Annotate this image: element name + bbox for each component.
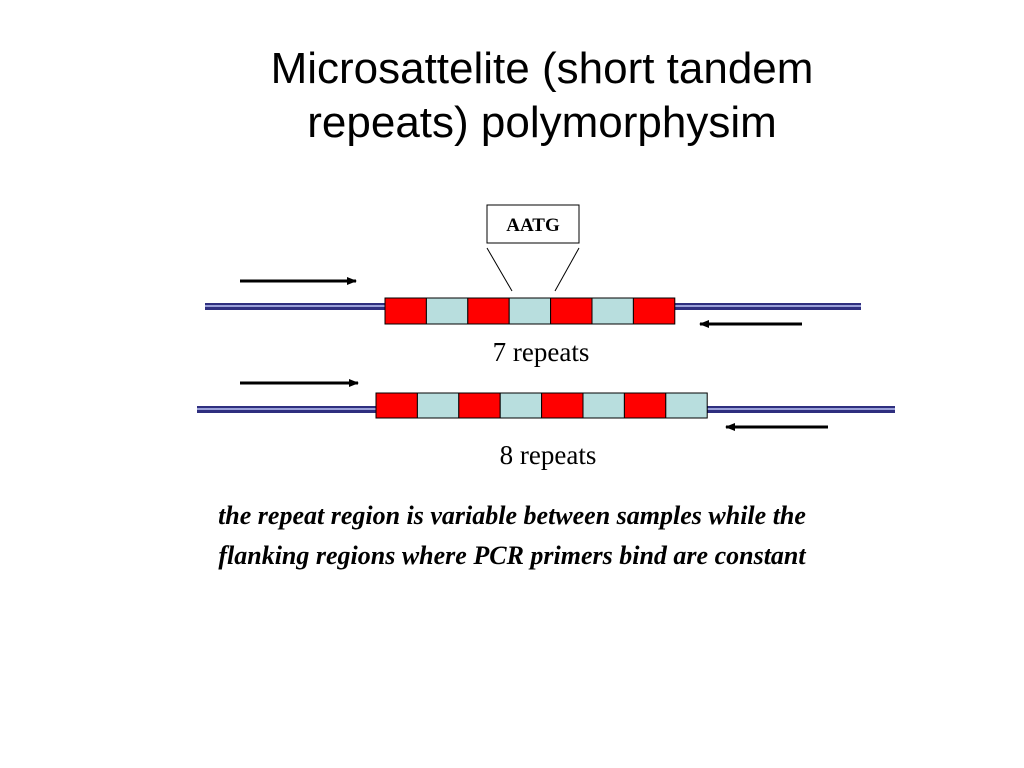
repeat-unit [375,392,418,419]
title-line-1: Microsattelite (short tandem [270,44,814,93]
caption-line-2: flanking regions where PCR primers bind … [218,541,806,570]
caption-line-1: the repeat region is variable between sa… [218,501,806,530]
repeat-unit [632,297,676,325]
motif-pointer-right [554,247,580,292]
repeat-unit [384,297,427,325]
allele-8-repeats: 8 repeats [197,379,895,470]
strand-left-highlight [197,408,377,410]
strand-right-highlight [707,408,895,410]
allele-8-label: 8 repeats [500,440,597,470]
repeat-unit [425,297,469,325]
repeat-unit [508,297,552,325]
repeat-unit [591,297,634,325]
repeat-unit [458,392,501,419]
motif-callout: AATG [486,204,580,292]
slide-title: Microsattelite (short tandem repeats) po… [112,42,972,150]
repeat-unit [467,297,510,325]
repeat-region [375,392,708,419]
repeat-unit [541,392,584,419]
repeat-region [384,297,676,325]
repeat-unit [665,392,708,419]
title-line-2: repeats) polymorphysim [307,98,777,147]
motif-pointer-left [486,247,513,292]
motif-box [486,204,580,244]
slide-caption: the repeat region is variable between sa… [62,496,962,576]
dna-strand [197,406,895,413]
allele-7-repeats: 7 repeats [205,277,861,367]
repeat-unit [499,392,543,419]
allele-7-label: 7 repeats [493,337,590,367]
repeat-unit [582,392,625,419]
motif-label: AATG [506,215,560,236]
dna-strand [205,303,861,310]
strand-right-highlight [673,305,861,307]
repeat-unit [416,392,460,419]
repeat-unit [550,297,593,325]
repeat-unit [623,392,667,419]
strand-left-highlight [205,305,385,307]
